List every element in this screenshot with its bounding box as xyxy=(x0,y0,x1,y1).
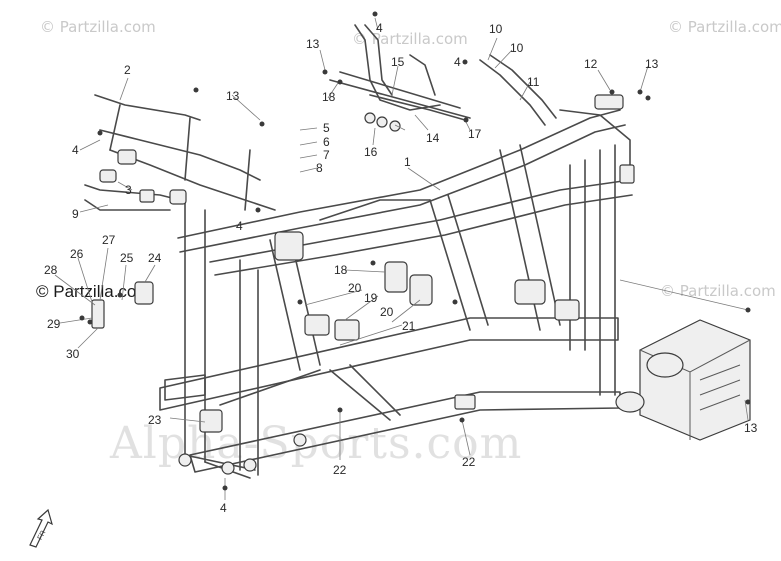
callout-4-top-right: 4 xyxy=(454,55,461,69)
callout-20-b: 20 xyxy=(380,305,394,319)
callout-27: 27 xyxy=(102,233,116,247)
callout-5: 5 xyxy=(323,121,330,135)
watermark-partzilla-top: © Partzilla.com xyxy=(352,30,468,48)
leader-lines xyxy=(54,17,749,500)
callout-22-a: 22 xyxy=(333,463,347,477)
callout-3: 3 xyxy=(125,183,132,197)
callout-1: 1 xyxy=(404,155,411,169)
watermark-partzilla-topright: © Partzilla.com xyxy=(668,18,781,36)
front-arrow-icon: FR xyxy=(29,508,53,548)
callout-13-front: 13 xyxy=(645,57,659,71)
callout-4-bottom: 4 xyxy=(220,501,227,515)
callout-18-mid: 18 xyxy=(334,263,348,277)
callout-6: 6 xyxy=(323,135,330,149)
callout-labels: 1 2 3 4 4 4 4 4 5 6 7 8 9 10 10 11 12 13… xyxy=(44,21,758,515)
callout-25: 25 xyxy=(120,251,134,265)
callout-4-mid: 4 xyxy=(236,219,243,233)
callout-8: 8 xyxy=(316,161,323,175)
rear-rack xyxy=(84,94,276,211)
callout-19: 19 xyxy=(364,291,378,305)
callout-26: 26 xyxy=(70,247,84,261)
callout-15: 15 xyxy=(391,55,405,69)
callout-4-top: 4 xyxy=(376,21,383,35)
callout-23: 23 xyxy=(148,413,162,427)
callout-18-top: 18 xyxy=(322,90,336,104)
callout-17: 17 xyxy=(468,127,482,141)
callout-30: 30 xyxy=(66,347,80,361)
watermark-partzilla-right: © Partzilla.com xyxy=(660,282,776,300)
callout-13-airbox: 13 xyxy=(744,421,758,435)
callout-10-a: 10 xyxy=(489,22,503,36)
callout-4-rear: 4 xyxy=(72,143,79,157)
callout-21: 21 xyxy=(402,319,416,333)
engine-mounts xyxy=(91,231,580,475)
top-bracket xyxy=(329,24,471,132)
callout-13-rear: 13 xyxy=(226,89,240,103)
svg-text:FR: FR xyxy=(37,530,48,542)
callout-20-a: 20 xyxy=(348,281,362,295)
callout-28: 28 xyxy=(44,263,58,277)
callout-29: 29 xyxy=(47,317,61,331)
callout-7: 7 xyxy=(323,148,330,162)
front-bracket xyxy=(479,54,635,184)
callout-12: 12 xyxy=(584,57,598,71)
callout-16: 16 xyxy=(364,145,378,159)
air-box xyxy=(615,319,751,441)
callout-14: 14 xyxy=(426,131,440,145)
watermark-partzilla-topleft: © Partzilla.com xyxy=(40,18,156,36)
callout-13-top: 13 xyxy=(306,37,320,51)
callout-10-b: 10 xyxy=(510,41,524,55)
callout-2: 2 xyxy=(124,63,131,77)
callout-22-b: 22 xyxy=(462,455,476,469)
callout-24: 24 xyxy=(148,251,162,265)
fasteners xyxy=(79,11,751,491)
callout-9: 9 xyxy=(72,207,79,221)
callout-11: 11 xyxy=(527,75,540,89)
